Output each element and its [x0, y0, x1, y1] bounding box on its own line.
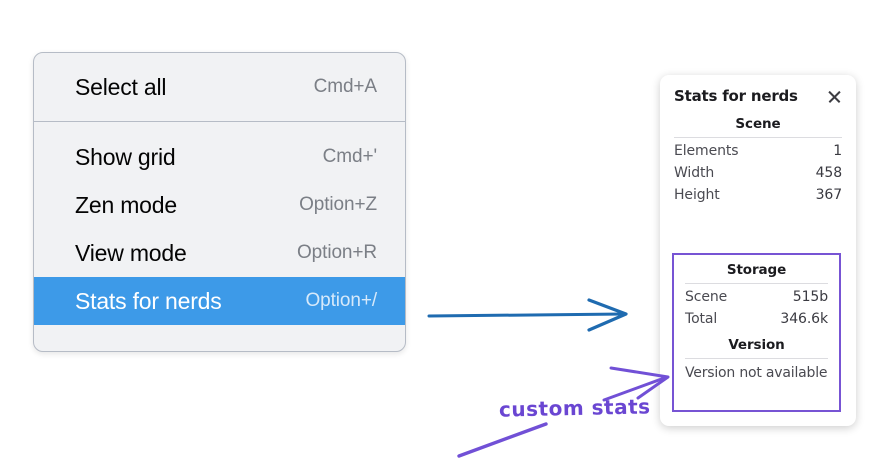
- stat-value: 1: [833, 143, 842, 159]
- menu-item-select-all[interactable]: Select all Cmd+A: [34, 63, 405, 111]
- stat-key: Scene: [685, 289, 728, 305]
- stat-key: Width: [674, 165, 715, 181]
- menu-group-primary: Select all Cmd+A: [34, 53, 405, 122]
- menu-item-stats-for-nerds[interactable]: Stats for nerds Option+/: [34, 277, 405, 325]
- stat-row: Height 367: [674, 184, 842, 206]
- menu-item-shortcut: Option+/: [305, 290, 377, 311]
- menu-item-shortcut: Cmd+': [322, 146, 377, 167]
- menu-item-zen-mode[interactable]: Zen mode Option+Z: [34, 181, 405, 229]
- section-title: Scene: [735, 116, 781, 132]
- menu-item-show-grid[interactable]: Show grid Cmd+': [34, 133, 405, 181]
- section-divider: [685, 283, 828, 284]
- stat-value: 458: [815, 165, 843, 181]
- menu-item-shortcut: Cmd+A: [313, 76, 377, 97]
- stats-section-scene: Scene Elements 1 Width 458 Height 367: [660, 109, 856, 206]
- stat-key: Height: [674, 187, 720, 203]
- stats-panel-header: Stats for nerds: [660, 75, 856, 109]
- stats-section-storage: Storage Scene 515b Total 346.6k: [674, 255, 839, 330]
- stat-value: 515b: [792, 289, 828, 305]
- menu-group-secondary: Show grid Cmd+' Zen mode Option+Z View m…: [34, 122, 405, 345]
- version-not-available-text: Version not available: [685, 365, 828, 381]
- section-title: Storage: [726, 262, 787, 278]
- custom-stats-handwritten-label: custom stats: [498, 394, 651, 422]
- menu-item-label: Select all: [75, 73, 167, 100]
- menu-item-view-mode[interactable]: View mode Option+R: [34, 229, 405, 277]
- stat-key: Total: [685, 311, 718, 327]
- stat-value: 367: [815, 187, 843, 203]
- stat-row: Total 346.6k: [685, 308, 828, 330]
- purple-underline-stroke: [457, 422, 548, 458]
- menu-item-shortcut: Option+Z: [299, 194, 377, 215]
- stat-row: Scene 515b: [685, 286, 828, 308]
- stats-panel-title: Stats for nerds: [674, 87, 798, 105]
- section-divider: [685, 358, 828, 359]
- stat-row: Width 458: [674, 162, 842, 184]
- context-menu: Select all Cmd+A Show grid Cmd+' Zen mod…: [33, 52, 406, 352]
- stat-value: 346.6k: [780, 311, 828, 327]
- stat-key: Elements: [674, 143, 739, 159]
- stat-row: Elements 1: [674, 140, 842, 162]
- section-title: Version: [728, 337, 785, 353]
- menu-footer-spacer: [34, 325, 405, 345]
- stats-for-nerds-panel: Stats for nerds Scene Elements 1 Width 4…: [660, 75, 856, 426]
- menu-item-label: View mode: [75, 239, 187, 266]
- section-divider: [674, 137, 842, 138]
- blue-arrow-annotation: [427, 298, 628, 332]
- close-icon[interactable]: [826, 88, 843, 105]
- menu-item-label: Stats for nerds: [75, 287, 222, 314]
- stats-section-version: Version Version not available: [674, 330, 839, 384]
- menu-item-label: Show grid: [75, 143, 176, 170]
- custom-stats-highlight-box: Storage Scene 515b Total 346.6k Version …: [672, 253, 841, 412]
- menu-item-shortcut: Option+R: [297, 242, 377, 263]
- menu-item-label: Zen mode: [75, 191, 177, 218]
